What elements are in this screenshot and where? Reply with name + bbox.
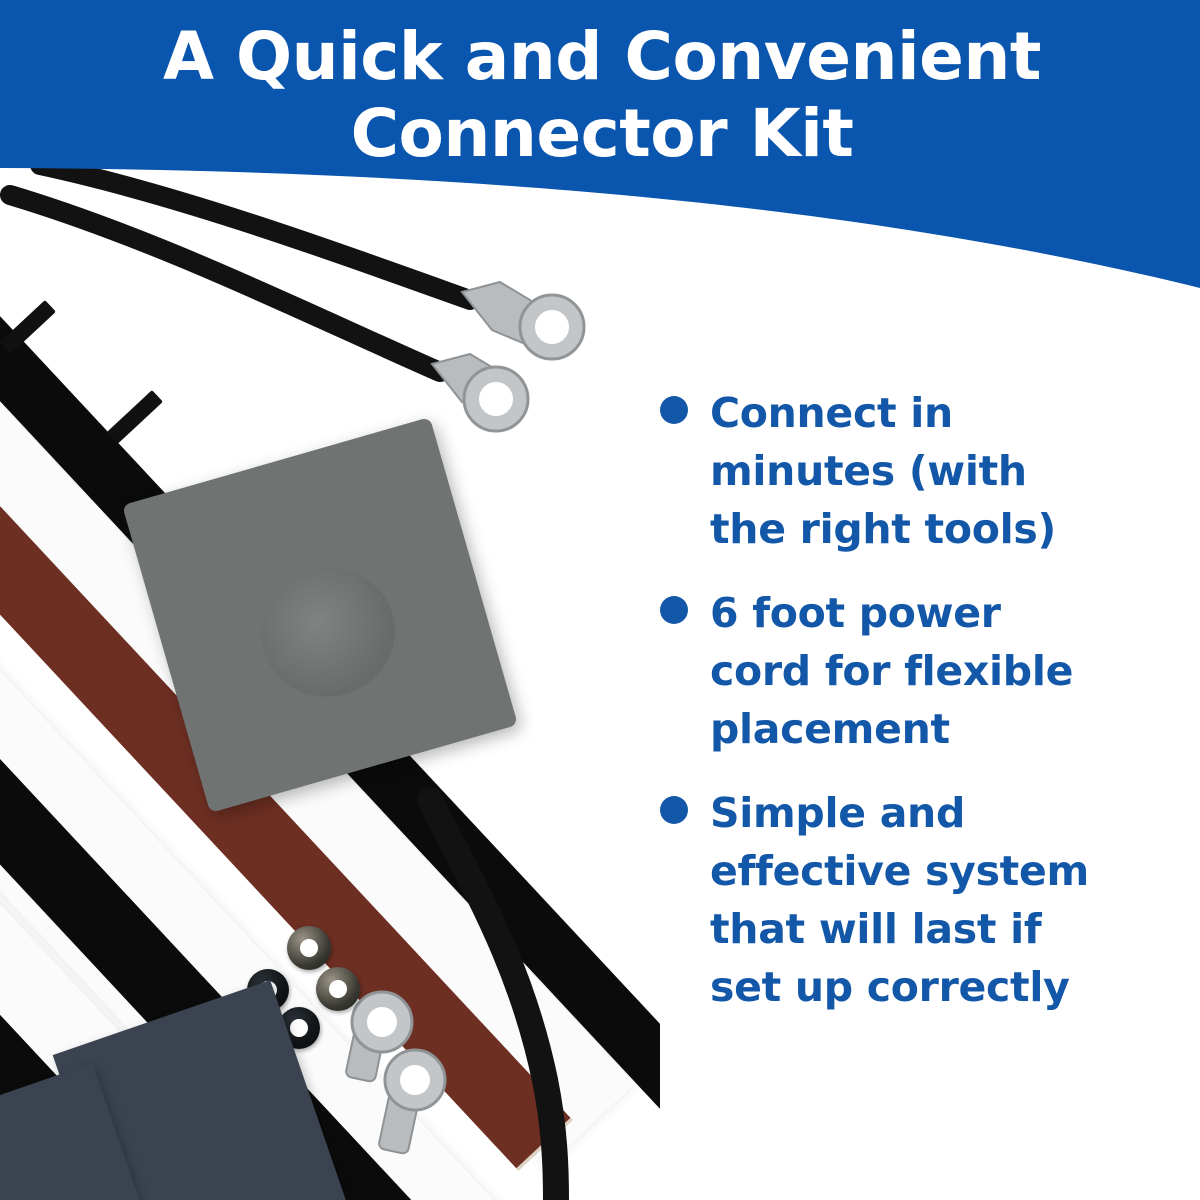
bullet-dot-icon	[660, 596, 688, 624]
product-photo	[0, 0, 660, 1200]
title-line-1: A Quick and Convenient	[163, 18, 1041, 95]
bullet-dot-icon	[660, 396, 688, 424]
ring-terminal-lead	[430, 352, 530, 433]
ring-terminal-lead	[460, 280, 586, 361]
list-item: 6 foot power cord for flexible placement	[660, 584, 1130, 758]
ring-terminal-loose	[378, 1048, 447, 1155]
bullet-text: Simple and effective system that will la…	[710, 789, 1089, 1011]
title-line-2: Connector Kit	[350, 95, 854, 172]
ring-terminal-loose	[345, 990, 414, 1083]
washer	[287, 926, 331, 970]
page-title: A Quick and Convenient Connector Kit	[0, 18, 1200, 172]
washer	[316, 967, 360, 1011]
list-item: Connect in minutes (with the right tools…	[660, 384, 1130, 558]
list-item: Simple and effective system that will la…	[660, 784, 1130, 1016]
bullet-dot-icon	[660, 796, 688, 824]
bullet-text: 6 foot power cord for flexible placement	[710, 589, 1074, 753]
power-cord	[417, 787, 569, 1200]
feature-bullet-list: Connect in minutes (with the right tools…	[660, 384, 1130, 1042]
bullet-text: Connect in minutes (with the right tools…	[710, 389, 1056, 553]
